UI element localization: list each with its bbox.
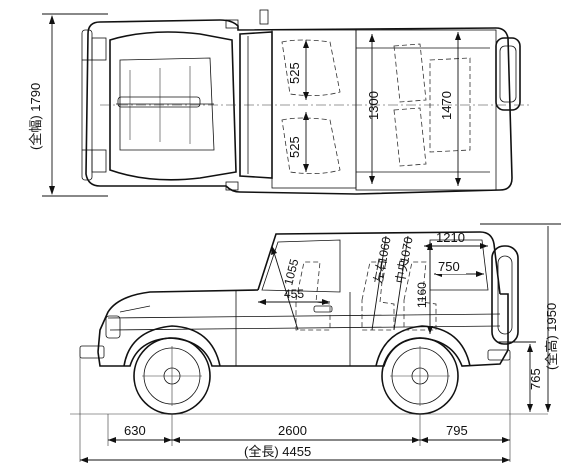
rear-wheel (381, 337, 459, 415)
overall-length-label: (全長) 4455 (244, 444, 311, 459)
inner-width-rear: 1470 (439, 91, 454, 120)
inner-width-front: 1300 (366, 91, 381, 120)
seat-width-rear: 525 (287, 136, 302, 158)
seat-width-front: 525 (287, 62, 302, 84)
dim-750: 750 (434, 258, 484, 277)
ground-height-label: 765 (528, 368, 543, 390)
side-view: 1055 455 1060 1070 左右 中央 1160 (70, 223, 561, 463)
dim-1160-label: 1160 (415, 282, 429, 308)
dim-750-label: 750 (438, 259, 460, 274)
overall-height-label: (全高) 1950 (544, 303, 559, 370)
label-center: 中央 (392, 258, 411, 284)
dim-1055: 1055 (271, 245, 301, 331)
overall-width-dimension: (全幅) 1790 (28, 13, 108, 197)
label-left-right: 左右 (370, 258, 389, 284)
dim-1060-label: 1060 (375, 235, 393, 264)
dim-1060-1070: 1060 1070 左右 中央 (370, 235, 416, 331)
dim-455: 455 (258, 287, 330, 305)
overall-height-dimension: (全高) 1950 (480, 223, 561, 412)
dim-1160: 1160 (415, 242, 433, 334)
rear-overhang-label: 795 (446, 423, 468, 438)
seat-width-dimensions: 525 525 (287, 40, 309, 172)
front-wheel (133, 337, 211, 415)
dim-1070-label: 1070 (397, 235, 415, 264)
dim-1210: 1210 (424, 230, 488, 249)
wheelbase-label: 2600 (278, 423, 307, 438)
dim-1055-label: 1055 (281, 257, 301, 287)
front-overhang-label: 630 (124, 423, 146, 438)
length-dimensions: 630 2600 795 (全長) 4455 (79, 350, 511, 463)
ground-height-dimension: 765 (498, 341, 543, 412)
overall-width-label: (全幅) 1790 (28, 83, 43, 150)
top-view-body (81, 9, 530, 195)
dim-455-label: 455 (284, 287, 304, 301)
top-view: (全幅) 1790 (28, 9, 530, 197)
inner-width-dimensions: 1300 1470 (366, 32, 461, 186)
dim-1210-label: 1210 (436, 230, 465, 245)
